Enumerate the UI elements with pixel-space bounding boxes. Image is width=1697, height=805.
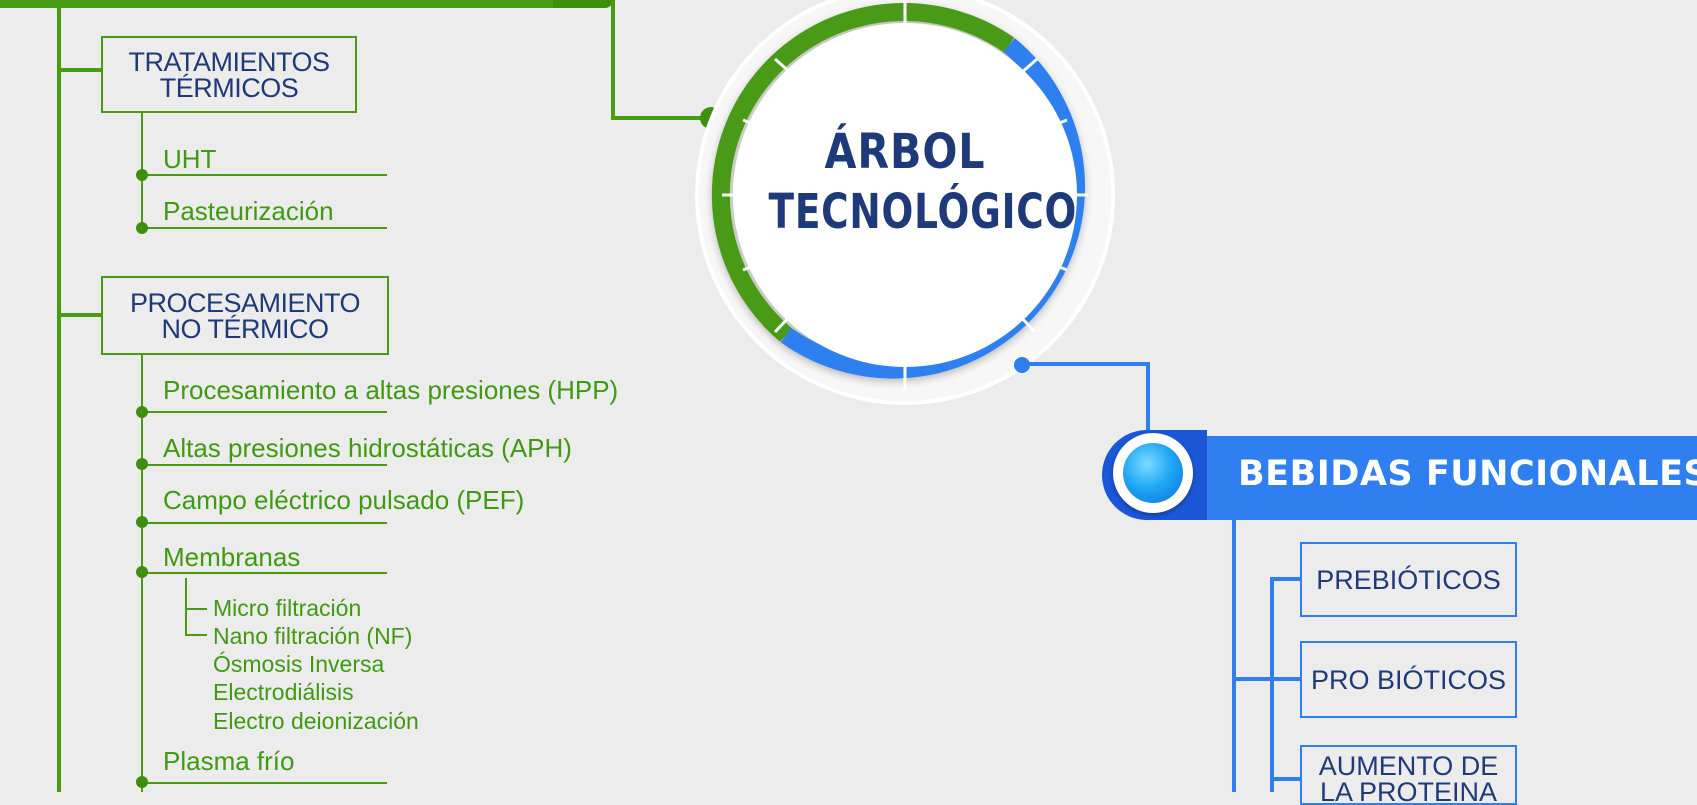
center-connector-horizontal xyxy=(611,116,711,120)
dot-pasteurizacion xyxy=(136,222,148,234)
center-title-line1: ÁRBOL xyxy=(824,124,986,180)
underline-pef xyxy=(141,522,387,524)
subitem-micro-filtracion[interactable]: Micro filtración xyxy=(213,595,362,621)
underline-plasma-frio xyxy=(141,782,387,784)
bebidas-connector-2 xyxy=(1270,677,1302,681)
bebidas-header-bar[interactable] xyxy=(1187,436,1697,520)
membranas-sub-tick-2 xyxy=(185,634,207,636)
membranas-sub-vertical-line xyxy=(185,578,187,635)
item-pro-bioticos[interactable]: PRO BIÓTICOS xyxy=(1300,641,1517,718)
bebidas-connector-3 xyxy=(1270,777,1302,781)
top-green-bar xyxy=(0,0,555,8)
item-pef[interactable]: Campo eléctrico pulsado (PEF) xyxy=(163,485,525,515)
dot-pef xyxy=(136,516,148,528)
underline-membranas xyxy=(141,572,387,574)
category-procesamiento-no-termico[interactable]: PROCESAMIENTO NO TÉRMICO xyxy=(101,276,389,355)
underline-pasteurizacion xyxy=(141,227,387,229)
item-aph[interactable]: Altas presiones hidrostáticas (APH) xyxy=(163,433,572,463)
bebidas-header-title: BEBIDAS FUNCIONALES xyxy=(1238,454,1697,494)
bebidas-connector-main xyxy=(1232,677,1274,681)
membranas-sub-tick-1 xyxy=(185,608,207,610)
dot-plasma-frio xyxy=(136,776,148,788)
item-hpp[interactable]: Procesamiento a altas presiones (HPP) xyxy=(163,375,619,405)
subitem-osmosis-inversa[interactable]: Ósmosis Inversa xyxy=(213,651,385,677)
center-circle xyxy=(695,0,1115,405)
dot-membranas xyxy=(136,566,148,578)
connector-termicos xyxy=(57,68,101,72)
item-uht[interactable]: UHT xyxy=(163,144,217,174)
subitem-nano-filtracion[interactable]: Nano filtración (NF) xyxy=(213,623,413,649)
item-plasma-frio[interactable]: Plasma frío xyxy=(163,746,295,776)
dot-hpp xyxy=(136,406,148,418)
bebidas-sub-spine xyxy=(1270,577,1274,792)
underline-aph xyxy=(141,464,387,466)
right-connector-vertical xyxy=(1146,362,1150,434)
bebidas-spine xyxy=(1232,520,1236,792)
bebidas-connector-1 xyxy=(1270,577,1302,581)
bebidas-bubble-icon xyxy=(1123,443,1183,503)
item-membranas[interactable]: Membranas xyxy=(163,542,301,572)
underline-uht xyxy=(141,174,387,176)
category-tratamientos-termicos[interactable]: TRATAMIENTOS TÉRMICOS xyxy=(101,36,357,113)
left-main-vertical-line xyxy=(57,0,61,792)
subitem-electrodialisis[interactable]: Electrodiálisis xyxy=(213,679,354,705)
dot-aph xyxy=(136,458,148,470)
center-title-line2: TECNOLÓGICO xyxy=(768,184,1078,240)
top-green-bar-tab xyxy=(553,0,613,8)
connector-no-termico xyxy=(57,313,101,317)
item-prebioticos[interactable]: PREBIÓTICOS xyxy=(1300,542,1517,617)
item-aumento-proteina[interactable]: AUMENTO DE LA PROTEINA xyxy=(1300,745,1517,805)
underline-hpp xyxy=(141,411,387,413)
subitem-electro-deionizacion[interactable]: Electro deionización xyxy=(213,708,419,734)
center-connector-vertical xyxy=(611,0,615,120)
item-pasteurizacion[interactable]: Pasteurización xyxy=(163,196,334,226)
dot-uht xyxy=(136,169,148,181)
right-connector-horizontal xyxy=(1022,362,1150,366)
